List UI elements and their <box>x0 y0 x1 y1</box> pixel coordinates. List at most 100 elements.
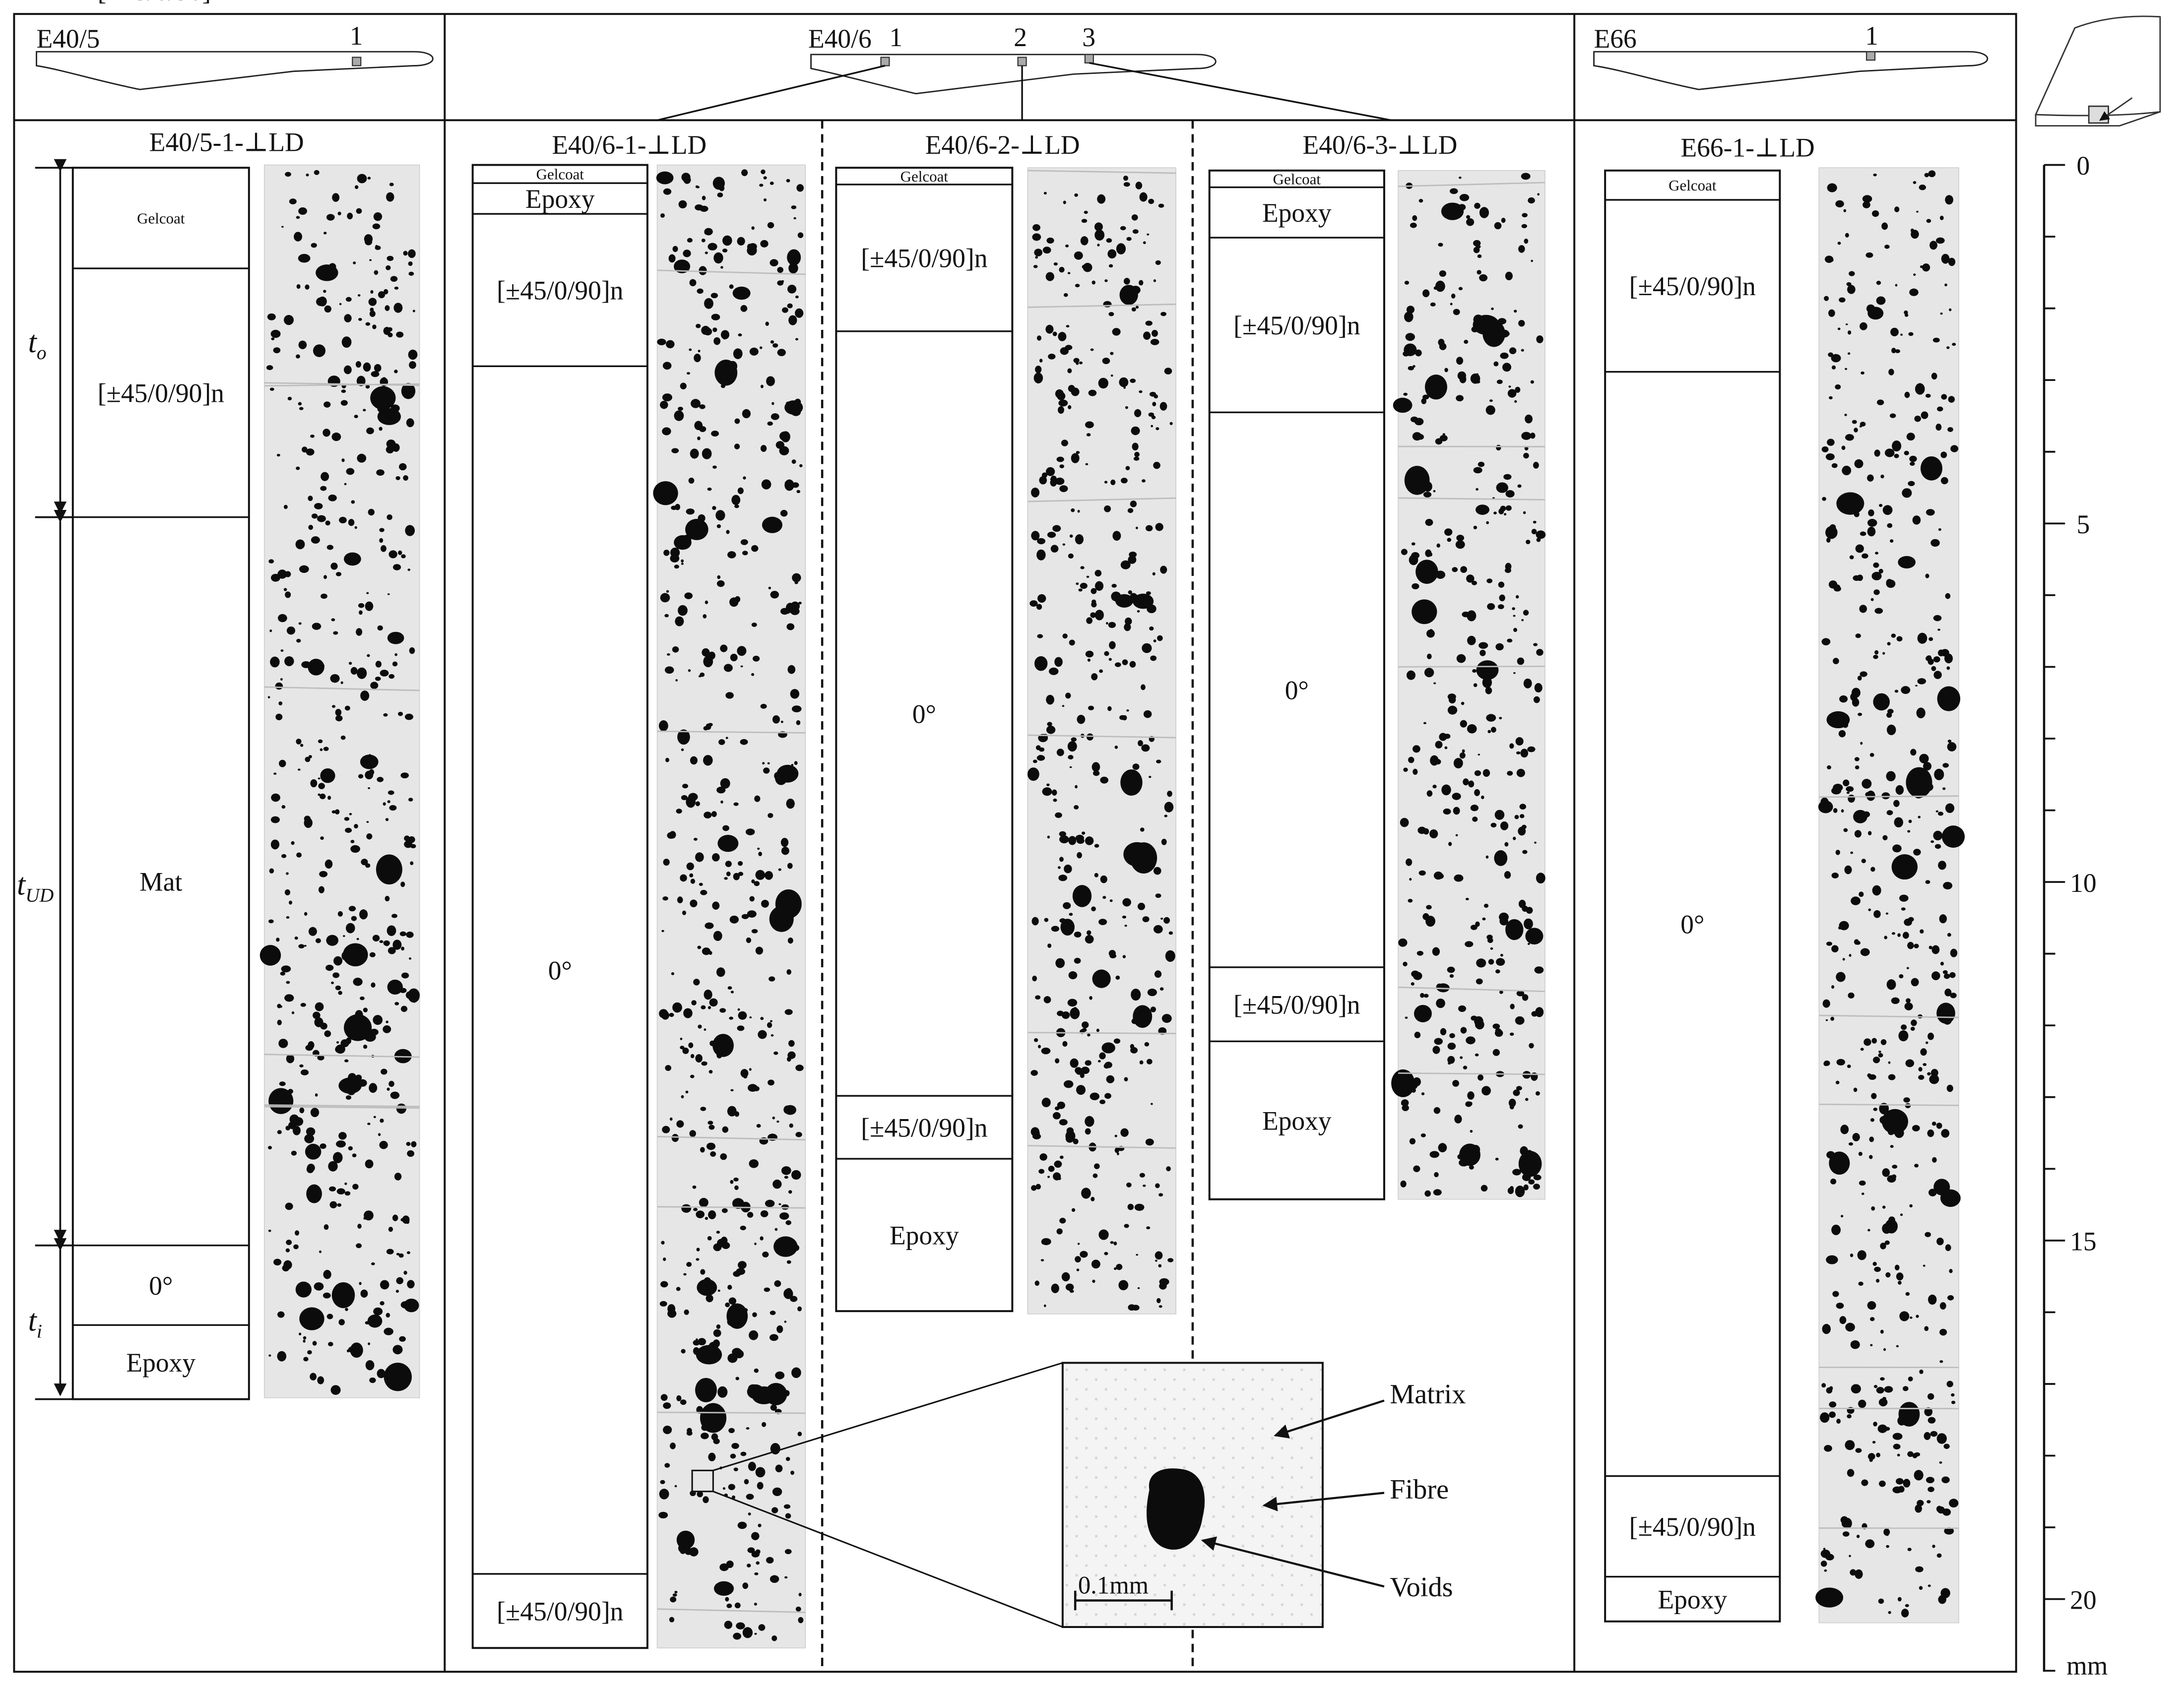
void-dot <box>661 930 664 932</box>
void-dot <box>799 1593 802 1596</box>
void-dot <box>380 1119 384 1123</box>
void-dot <box>1422 289 1429 297</box>
void-dot <box>401 1301 409 1308</box>
void-dot <box>1886 712 1892 718</box>
void-dot <box>357 668 367 679</box>
void-dot <box>771 1405 777 1411</box>
ply-streak <box>657 1412 806 1413</box>
void-dot <box>358 294 361 297</box>
void-dot <box>380 1280 389 1290</box>
void-dot <box>1948 258 1955 266</box>
void-dot <box>1463 778 1469 785</box>
void-dot <box>726 737 728 739</box>
void-dot <box>349 662 352 665</box>
void-dot <box>1520 1146 1528 1156</box>
void-dot <box>758 1624 765 1631</box>
void-dot <box>1068 385 1075 392</box>
void-dot <box>285 571 291 577</box>
void-dot <box>1413 432 1422 440</box>
void-dot <box>1119 377 1128 387</box>
void-dot <box>342 336 352 348</box>
void-dot <box>1903 1479 1911 1488</box>
void-dot <box>689 478 695 484</box>
void-dot <box>1067 1127 1074 1134</box>
void-dot <box>332 193 339 202</box>
void-dot <box>1506 490 1515 498</box>
void-dot <box>1519 900 1526 908</box>
void-dot <box>1874 1267 1881 1272</box>
void-dot <box>689 874 693 877</box>
void-dot <box>366 592 369 594</box>
void-dot <box>279 760 286 767</box>
void-dot <box>713 177 725 189</box>
void-dot <box>364 1210 374 1220</box>
void-dot <box>1858 713 1862 716</box>
void-dot <box>396 1253 400 1255</box>
void-dot <box>663 188 671 195</box>
void-dot <box>704 1028 707 1031</box>
void-dot <box>785 1220 791 1225</box>
void-dot <box>1088 659 1091 662</box>
void-dot <box>728 1484 735 1490</box>
void-dot <box>1858 1400 1866 1408</box>
void-dot <box>747 1212 753 1218</box>
void-dot <box>1516 595 1519 599</box>
void-dot <box>1068 836 1076 845</box>
void-dot <box>1084 895 1088 899</box>
void-dot <box>1857 1535 1860 1538</box>
void-dot <box>1867 527 1876 536</box>
void-dot <box>677 1531 695 1549</box>
void-dot <box>743 1627 753 1638</box>
void-dot <box>1137 610 1140 613</box>
void-dot <box>270 387 274 390</box>
void-dot <box>1860 322 1867 330</box>
void-dot <box>339 303 342 305</box>
void-dot <box>1074 1007 1077 1010</box>
void-dot <box>1909 456 1917 462</box>
layer-label: Gelcoat <box>536 166 584 183</box>
void-dot <box>1492 1024 1500 1029</box>
void-dot <box>696 1210 705 1218</box>
void-dot <box>1098 378 1108 389</box>
void-dot <box>722 335 726 339</box>
void-dot <box>730 1180 733 1184</box>
void-dot <box>1517 769 1525 777</box>
void-dot <box>1046 695 1054 705</box>
void-dot <box>1515 1016 1525 1025</box>
void-dot <box>317 1377 324 1384</box>
void-dot <box>703 330 709 335</box>
void-dot <box>1453 807 1460 815</box>
void-dot <box>1085 836 1093 845</box>
void-dot <box>720 266 723 268</box>
void-dot <box>795 1132 802 1137</box>
void-dot <box>286 1240 292 1245</box>
void-dot <box>1825 1554 1834 1560</box>
void-dot <box>1940 962 1944 966</box>
void-dot <box>1870 1118 1874 1122</box>
void-dot <box>1096 1029 1099 1032</box>
void-dot <box>1901 907 1906 910</box>
void-dot <box>1876 1387 1884 1393</box>
void-dot <box>1062 705 1065 707</box>
void-dot <box>701 1433 709 1439</box>
void-dot <box>386 192 394 202</box>
void-dot <box>1425 550 1431 557</box>
void-dot <box>713 1416 715 1419</box>
void-dot <box>792 705 802 712</box>
void-dot <box>288 397 292 400</box>
void-dot <box>1850 1253 1853 1257</box>
void-dot <box>1147 605 1156 614</box>
void-dot <box>787 250 801 266</box>
void-dot <box>736 1268 745 1275</box>
void-dot <box>761 1210 769 1217</box>
void-dot <box>359 1282 361 1285</box>
void-dot <box>787 285 796 294</box>
void-dot <box>1091 348 1094 351</box>
void-dot <box>1111 584 1116 588</box>
void-dot <box>1536 1091 1540 1096</box>
void-dot <box>724 1621 732 1629</box>
void-dot <box>752 1312 757 1317</box>
void-dot <box>713 1329 721 1337</box>
void-dot <box>754 796 760 802</box>
void-dot <box>722 236 732 246</box>
